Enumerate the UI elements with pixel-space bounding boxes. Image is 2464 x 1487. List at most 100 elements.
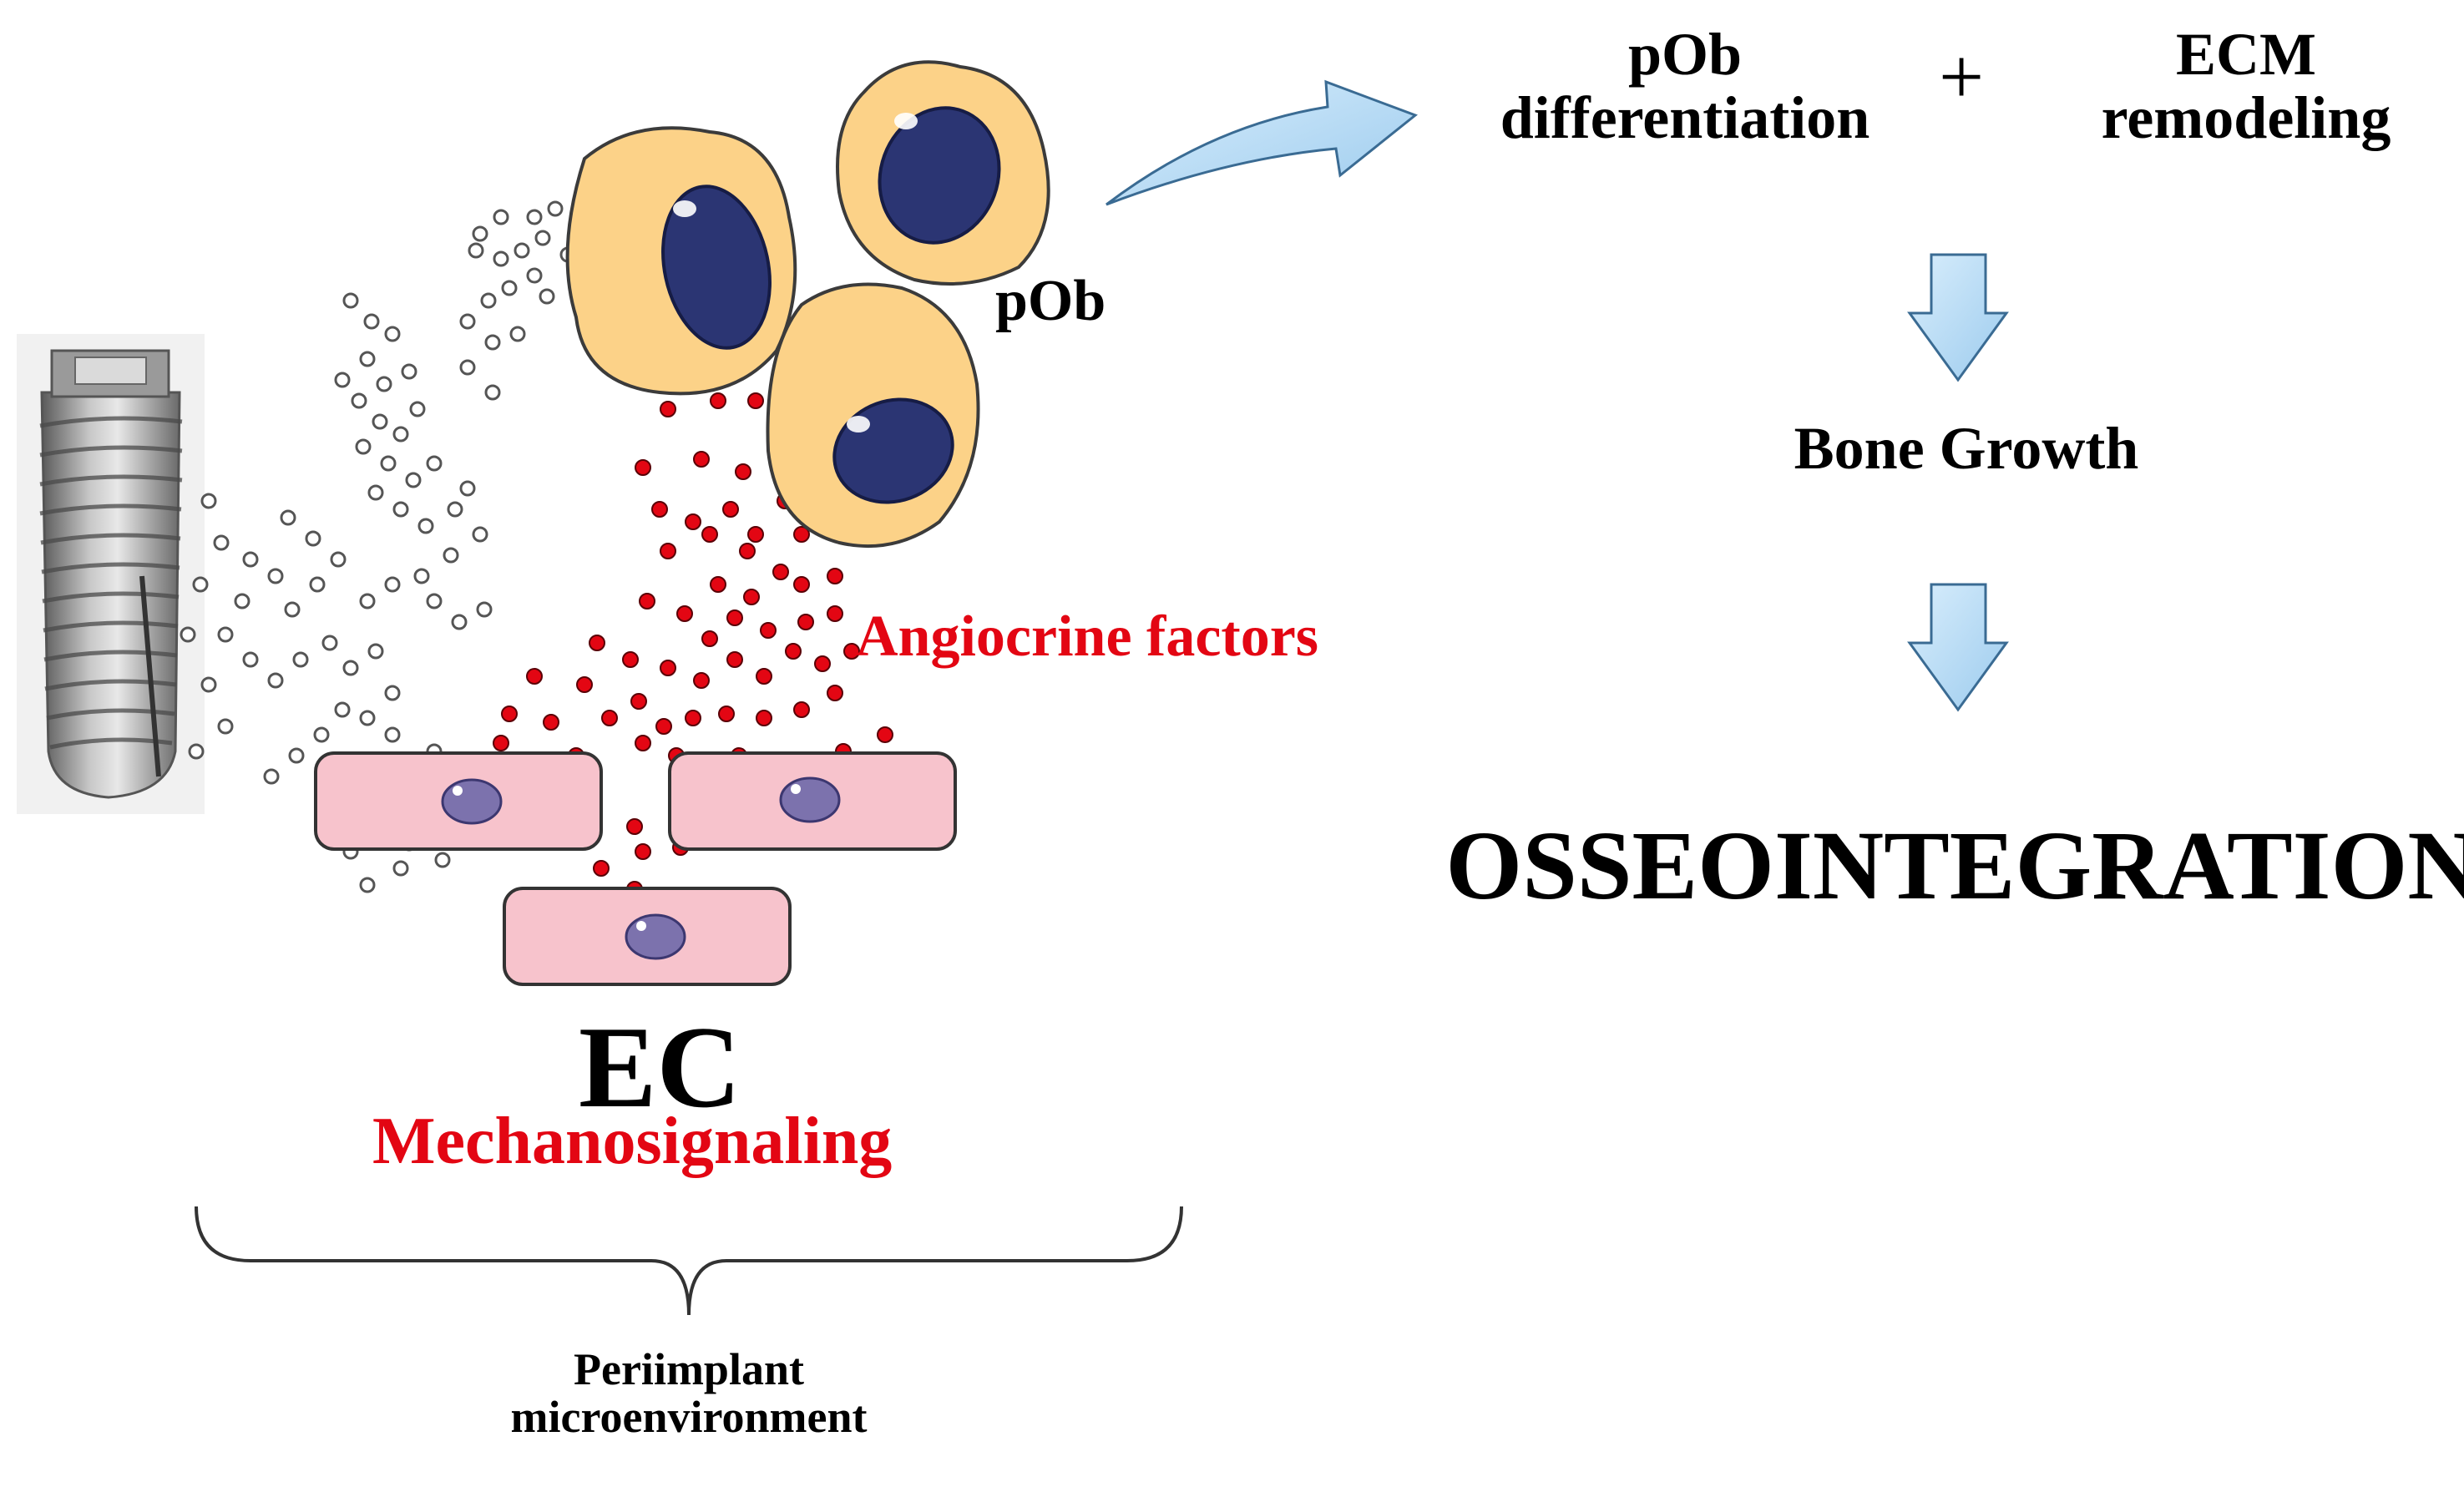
particle-dot	[493, 250, 509, 267]
angiocrine-dot	[877, 726, 893, 743]
osteoblast-cell-2	[836, 60, 1050, 286]
angiocrine-dot	[660, 401, 676, 417]
particle-dot	[459, 313, 476, 330]
periimplant-line: Periimplant	[574, 1344, 804, 1394]
ec-label: EC	[579, 1003, 741, 1132]
particle-dot	[200, 493, 217, 509]
particle-dot	[526, 209, 543, 225]
particle-dot	[367, 484, 384, 501]
remodeling-line: remodeling	[2101, 83, 2391, 151]
particle-dot	[305, 530, 321, 547]
particle-dot	[384, 326, 401, 342]
angiocrine-dot	[827, 605, 843, 622]
angiocrine-dot	[756, 668, 772, 685]
particle-dot	[459, 359, 476, 376]
particle-dot	[380, 455, 397, 472]
particle-dot	[309, 576, 326, 593]
angiocrine-dot	[760, 622, 777, 639]
angiocrine-dot	[710, 392, 726, 409]
particle-dot	[313, 726, 330, 743]
angiocrine-dot	[701, 526, 718, 543]
particle-dot	[363, 313, 380, 330]
particle-dot	[476, 601, 493, 618]
curly-brace-icon	[195, 1206, 1183, 1316]
mechanosignaling-label: Mechanosignaling	[372, 1105, 893, 1178]
osseointegration-label: OSSEOINTEGRATION	[1445, 811, 2464, 920]
angiocrine-dot	[710, 576, 726, 593]
particle-dot	[359, 877, 376, 893]
particle-dot	[351, 392, 367, 409]
particle-dot	[242, 651, 259, 668]
periimplant-microenvironment-label: Periimplant microenvironment	[511, 1346, 868, 1440]
angiocrine-dot	[685, 710, 701, 726]
angiocrine-dot	[772, 564, 789, 580]
angiocrine-dot	[726, 651, 743, 668]
particle-dot	[526, 267, 543, 284]
down-arrow-icon	[1907, 253, 2009, 382]
particle-dot	[288, 747, 305, 764]
angiocrine-dot	[589, 635, 605, 651]
angiocrine-dot	[827, 685, 843, 701]
particle-dot	[443, 547, 459, 564]
particle-dot	[384, 685, 401, 701]
angiocrine-dot	[793, 701, 810, 718]
particle-dot	[359, 710, 376, 726]
particle-dot	[263, 768, 280, 785]
curved-block-arrow-icon	[1106, 79, 1419, 206]
particle-dot	[330, 551, 347, 568]
particle-dot	[376, 376, 392, 392]
particle-dot	[334, 701, 351, 718]
particle-dot	[509, 326, 526, 342]
particle-dot	[401, 363, 417, 380]
angiocrine-dot	[543, 714, 559, 731]
endothelial-cell-2	[668, 751, 957, 851]
pob-line: pOb	[1627, 21, 1743, 88]
angiocrine-dot	[601, 710, 618, 726]
particle-dot	[472, 526, 488, 543]
ecm-line: ECM	[2176, 21, 2316, 88]
angiocrine-dot	[701, 630, 718, 647]
particle-dot	[459, 480, 476, 497]
particle-dot	[434, 852, 451, 868]
differentiation-line: differentiation	[1500, 83, 1870, 151]
plus-sign: +	[1939, 32, 1985, 121]
angiocrine-dot	[793, 526, 810, 543]
particle-dot	[493, 209, 509, 225]
particle-dot	[484, 384, 501, 401]
particle-dot	[405, 472, 422, 488]
angiocrine-dot	[739, 543, 756, 559]
particle-dot	[501, 280, 518, 296]
angiocrine-dot	[685, 513, 701, 530]
angiocrine-dot	[743, 589, 760, 605]
angiocrine-dot	[718, 706, 735, 722]
endothelial-cell-3	[503, 887, 792, 986]
particle-dot	[426, 455, 443, 472]
particle-dot	[342, 292, 359, 309]
particle-dot	[384, 726, 401, 743]
particle-dot	[342, 660, 359, 676]
particle-dot	[447, 501, 463, 518]
angiocrine-dot	[635, 843, 651, 860]
particle-dot	[188, 743, 205, 760]
particle-dot	[267, 568, 284, 584]
angiocrine-dot	[626, 818, 643, 835]
angiocrine-dot	[635, 735, 651, 751]
angiocrine-dot	[651, 501, 668, 518]
particle-dot	[180, 626, 196, 643]
angiocrine-dot	[693, 451, 710, 468]
particle-dot	[417, 518, 434, 534]
angiocrine-dot	[501, 706, 518, 722]
particle-dot	[284, 601, 301, 618]
angiocrine-dot	[639, 593, 655, 609]
particle-dot	[539, 288, 555, 305]
angiocrine-dot	[747, 526, 764, 543]
angiocrine-dot	[793, 576, 810, 593]
particle-dot	[242, 551, 259, 568]
particle-dot	[426, 593, 443, 609]
particle-dot	[355, 438, 372, 455]
particle-dot	[468, 242, 484, 259]
angiocrine-dot	[747, 392, 764, 409]
pob-differentiation-label: pOb differentiation	[1500, 23, 1870, 149]
pob-label: pOb	[995, 269, 1106, 333]
particle-dot	[234, 593, 250, 609]
